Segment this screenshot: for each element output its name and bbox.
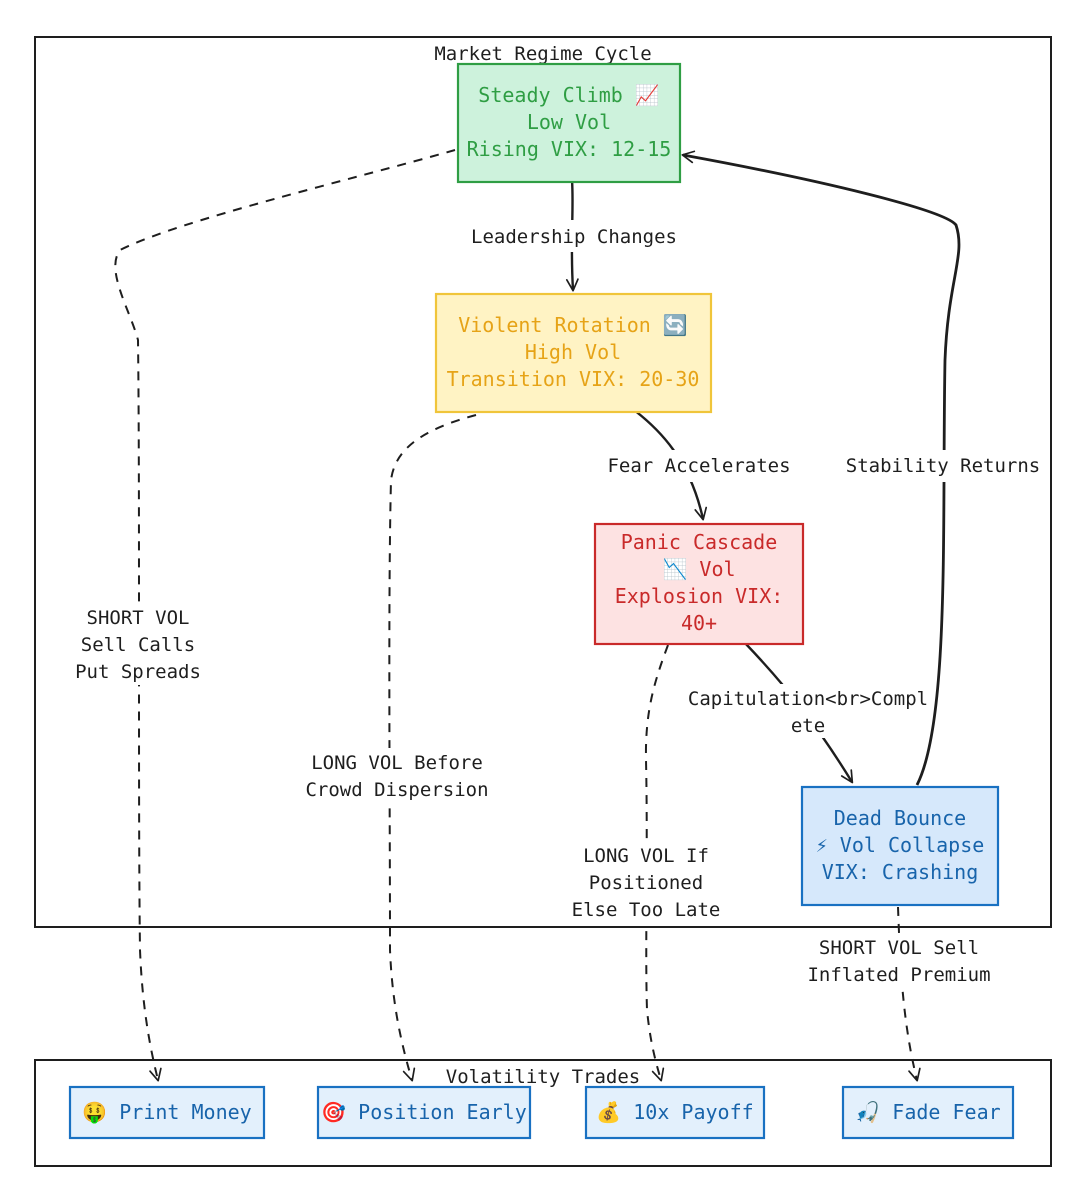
text-line: Explosion VIX: xyxy=(615,584,784,608)
text-line: Inflated Premium xyxy=(807,964,990,986)
node-print-money-box xyxy=(68,1085,266,1140)
node-position-early-box xyxy=(316,1085,532,1140)
edge-bounce-to-steady xyxy=(681,150,961,786)
text-line: SHORT VOL xyxy=(87,607,190,629)
node-print-money: 🤑 Print Money xyxy=(68,1085,266,1140)
edge-label-fear: Fear Accelerates xyxy=(607,455,790,477)
edge-label-stability: Stability Returns xyxy=(846,455,1040,477)
text-line: Low Vol xyxy=(527,110,611,134)
text-line: Crowd Dispersion xyxy=(305,779,488,801)
text-line: 🎯 Position Early xyxy=(321,1100,527,1124)
node-fade-fear-box xyxy=(841,1085,1015,1140)
edge-label-bg-long-vol-if xyxy=(564,842,728,924)
edge-label-capitulation: Capitulation<br>Compl ete xyxy=(688,688,928,737)
text-line: Put Spreads xyxy=(75,661,201,683)
edge-rotation-to-panic xyxy=(633,409,708,521)
edge-panic-to-payoff xyxy=(644,644,669,1082)
edge-label-bg-leadership xyxy=(468,220,680,252)
text-line: 40+ xyxy=(681,611,717,635)
text-line: Positioned xyxy=(589,872,703,894)
text-line: Panic Cascade xyxy=(621,530,778,554)
text-line: Sell Calls xyxy=(81,634,195,656)
node-10x-payoff-box xyxy=(584,1085,766,1140)
edge-bounce-to-fade xyxy=(897,906,921,1082)
trades-group-title: Volatility Trades xyxy=(446,1066,640,1088)
node-position-early-text: 🎯 Position Early xyxy=(321,1100,527,1124)
edge-label-bg-short-vol-sell xyxy=(806,934,992,990)
regime-group-box xyxy=(34,36,1052,928)
text-line: Dead Bounce xyxy=(834,806,966,830)
text-line: SHORT VOL Sell xyxy=(819,937,979,959)
edge-label-bg-fear xyxy=(606,450,792,482)
text-line: Fear Accelerates xyxy=(607,455,790,477)
node-position-early: 🎯 Position Early xyxy=(316,1085,532,1140)
text-line: ete xyxy=(791,715,825,737)
node-10x-payoff-text: 💰 10x Payoff xyxy=(596,1100,753,1124)
edge-label-leadership: Leadership Changes xyxy=(471,226,677,248)
node-fade-fear: 🎣 Fade Fear xyxy=(841,1085,1015,1140)
node-print-money-text: 🤑 Print Money xyxy=(82,1100,251,1124)
text-line: 📉 Vol xyxy=(662,557,735,581)
text-line: Violent Rotation 🔄 xyxy=(458,313,688,337)
node-fade-fear-text: 🎣 Fade Fear xyxy=(855,1099,1000,1124)
edge-label-bg-short-vol-calls xyxy=(68,603,208,685)
node-violent-rotation-box xyxy=(434,292,713,414)
text-line: VIX: Crashing xyxy=(822,860,979,884)
text-line: Steady Climb 📈 xyxy=(478,83,659,107)
edge-label-bg-long-vol-before xyxy=(298,748,496,804)
node-dead-bounce-box xyxy=(800,785,1000,907)
text-line: 🎣 Fade Fear xyxy=(855,1099,1000,1124)
text-line: 🤑 Print Money xyxy=(82,1100,251,1124)
node-panic-cascade-box xyxy=(593,522,805,646)
text-line: LONG VOL If xyxy=(583,845,709,867)
edge-label-bg-capitulation xyxy=(690,684,926,738)
node-10x-payoff: 💰 10x Payoff xyxy=(584,1085,766,1140)
text-line: Leadership Changes xyxy=(471,226,677,248)
text-line: ⚡ Vol Collapse xyxy=(816,833,985,857)
text-line: Capitulation<br>Compl xyxy=(688,688,928,710)
text-line: 💰 10x Payoff xyxy=(596,1100,753,1124)
edge-steady-to-print xyxy=(114,149,456,1082)
text-line: Else Too Late xyxy=(572,899,721,921)
regime-group-title: Market Regime Cycle xyxy=(434,43,651,65)
node-steady-climb-box xyxy=(456,62,682,184)
text-line: LONG VOL Before xyxy=(311,752,483,774)
trades-group-box xyxy=(34,1059,1052,1167)
edge-rotation-to-position xyxy=(388,414,477,1082)
text-line: Stability Returns xyxy=(846,455,1040,477)
text-line: Rising VIX: 12-15 xyxy=(467,137,672,161)
text-line: Transition VIX: 20-30 xyxy=(447,367,700,391)
edge-label-bg-stability xyxy=(848,450,1038,482)
text-line: High Vol xyxy=(525,340,621,364)
